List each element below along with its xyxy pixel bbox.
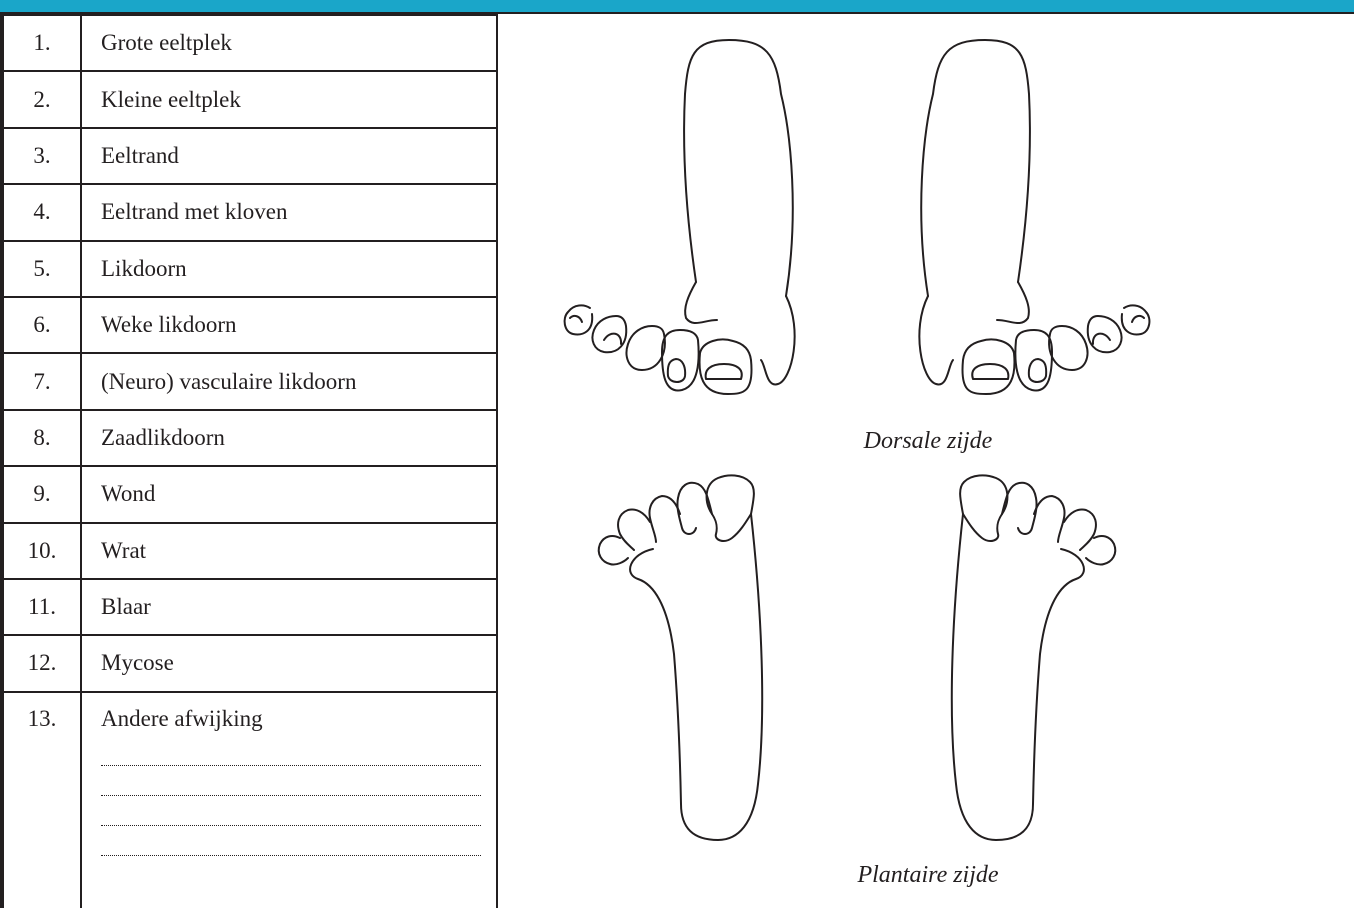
legend-label-other: Andere afwijking [81, 692, 497, 908]
foot-diagram: Dorsale zijde Plantaire zijde [498, 14, 1354, 908]
legend-label: Mycose [81, 635, 497, 691]
foot-diagram-svg [498, 14, 1354, 908]
plantar-left-foot[interactable] [599, 475, 762, 840]
legend-label: Weke likdoorn [81, 297, 497, 353]
legend-label: Eeltrand met kloven [81, 184, 497, 240]
legend-row: 4.Eeltrand met kloven [3, 184, 497, 240]
legend-number: 11. [3, 579, 81, 635]
legend-row: 9.Wond [3, 466, 497, 522]
legend-label: Eeltrand [81, 128, 497, 184]
plantar-right-foot[interactable] [952, 475, 1115, 840]
legend-row: 2.Kleine eeltplek [3, 71, 497, 127]
dorsal-left-foot[interactable] [565, 40, 795, 394]
legend-label: Likdoorn [81, 241, 497, 297]
legend-row: 3.Eeltrand [3, 128, 497, 184]
legend-number: 7. [3, 353, 81, 409]
legend-label: Zaadlikdoorn [81, 410, 497, 466]
legend-number: 3. [3, 128, 81, 184]
legend-number: 5. [3, 241, 81, 297]
legend-label: Wrat [81, 523, 497, 579]
legend-row-other: 13. Andere afwijking [3, 692, 497, 908]
legend-number: 2. [3, 71, 81, 127]
legend-number: 1. [3, 15, 81, 71]
legend-row: 6.Weke likdoorn [3, 297, 497, 353]
legend-row: 10.Wrat [3, 523, 497, 579]
write-in-line[interactable] [101, 824, 481, 826]
legend-label: (Neuro) vasculaire likdoorn [81, 353, 497, 409]
header-bar [0, 0, 1354, 14]
plantar-caption: Plantaire zijde [778, 862, 1078, 889]
legend-number: 9. [3, 466, 81, 522]
dorsal-right-foot[interactable] [919, 40, 1149, 394]
legend-row: 12.Mycose [3, 635, 497, 691]
legend-row: 8.Zaadlikdoorn [3, 410, 497, 466]
legend-label: Blaar [81, 579, 497, 635]
legend-table: 1.Grote eeltplek 2.Kleine eeltplek 3.Eel… [2, 14, 498, 908]
legend-number: 8. [3, 410, 81, 466]
write-in-line[interactable] [101, 794, 481, 796]
legend-label: Wond [81, 466, 497, 522]
legend-number: 4. [3, 184, 81, 240]
legend-label: Grote eeltplek [81, 15, 497, 71]
legend-number: 10. [3, 523, 81, 579]
legend-number: 13. [3, 692, 81, 908]
dorsal-caption: Dorsale zijde [778, 428, 1078, 455]
legend-row: 11.Blaar [3, 579, 497, 635]
write-in-line[interactable] [101, 764, 481, 766]
legend-number: 12. [3, 635, 81, 691]
legend-row: 5.Likdoorn [3, 241, 497, 297]
legend-label: Andere afwijking [101, 706, 496, 732]
legend-label: Kleine eeltplek [81, 71, 497, 127]
legend-row: 1.Grote eeltplek [3, 15, 497, 71]
legend-number: 6. [3, 297, 81, 353]
legend-row: 7.(Neuro) vasculaire likdoorn [3, 353, 497, 409]
write-in-line[interactable] [101, 854, 481, 856]
